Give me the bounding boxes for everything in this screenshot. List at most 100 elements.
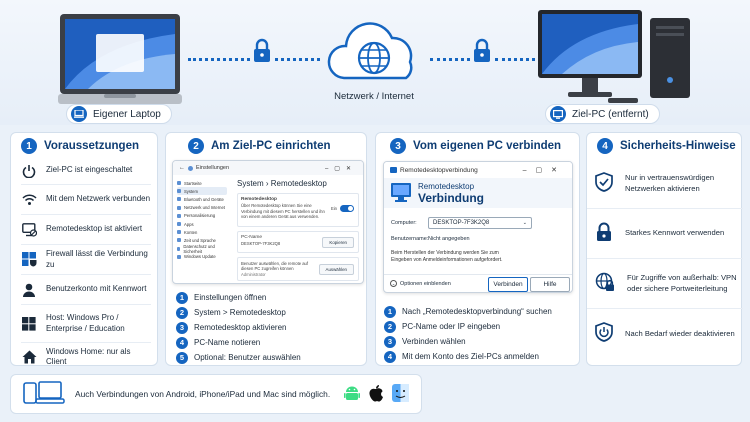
firewall-icon xyxy=(21,252,37,268)
apple-icon xyxy=(368,384,384,404)
list-item: Mit dem Netzwerk verbunden xyxy=(21,185,151,215)
prerequisite-list: Ziel-PC ist eingeschaltet Mit dem Netzwe… xyxy=(21,157,151,371)
panel-connect: 3 Vom eigenen PC verbinden Remotedesktop… xyxy=(375,132,580,366)
list-item: Nur in vertrauenswürdigen Netzwerken akt… xyxy=(587,159,743,209)
panel-prerequisites: 1 Voraussetzungen Ziel-PC ist eingeschal… xyxy=(10,132,158,366)
step-number: 3 xyxy=(390,138,406,154)
step-number: 1 xyxy=(21,138,37,154)
lock-icon-left xyxy=(254,38,270,62)
connect-button[interactable]: Verbinden xyxy=(488,277,528,292)
sidebar-item[interactable]: Konten xyxy=(177,228,227,236)
laptop-label: Eigener Laptop xyxy=(66,104,172,124)
sidebar-item[interactable]: Apps xyxy=(177,220,227,228)
copy-button[interactable]: Kopieren xyxy=(322,237,354,248)
lock-icon-right xyxy=(474,38,490,62)
panel-security: 4 Sicherheits-Hinweise Nur in vertrauens… xyxy=(586,132,743,366)
monitor-icon xyxy=(550,106,566,122)
user-icon xyxy=(21,282,37,298)
sidebar-item[interactable]: Netzwerk und Internet xyxy=(177,204,227,212)
panel2-header: 2 Am Ziel-PC einrichten xyxy=(188,138,331,154)
toggle-switch[interactable] xyxy=(340,205,354,212)
security-list: Nur in vertrauenswürdigen Netzwerken akt… xyxy=(587,159,743,359)
list-item: Windows Home: nur als Client xyxy=(21,343,151,371)
devices-icon xyxy=(23,380,67,408)
settings-titlebar: ← Einstellungen –▢✕ xyxy=(173,161,363,175)
sidebar-item[interactable]: Bluetooth und Geräte xyxy=(177,195,227,203)
sidebar-item[interactable]: Windows Update xyxy=(177,253,227,261)
connection-line-left-2 xyxy=(275,58,320,61)
sidebar-item[interactable]: Zeit und Sprache xyxy=(177,236,227,244)
shield-check-icon xyxy=(595,171,613,195)
remote-desktop-icon xyxy=(21,222,37,238)
rdp-monitor-icon xyxy=(391,183,411,202)
sidebar-item[interactable]: Startseite xyxy=(177,179,227,187)
settings-gear-icon xyxy=(188,165,193,171)
window-controls[interactable]: –▢✕ xyxy=(324,165,357,172)
chevron-down-icon[interactable]: ⌄ xyxy=(522,220,527,226)
list-item: Für Zugriffe von außerhalb: VPN oder sic… xyxy=(587,259,743,309)
panel3-header: 3 Vom eigenen PC verbinden xyxy=(390,138,561,154)
shield-power-icon xyxy=(595,322,613,345)
list-item: Nach Bedarf wieder deaktivieren xyxy=(587,309,743,359)
list-item: Firewall lässt die Verbindung zu xyxy=(21,245,151,275)
lock-icon xyxy=(595,222,613,245)
window-controls[interactable]: –▢✕ xyxy=(522,167,566,174)
finder-icon xyxy=(392,384,409,404)
select-users-button[interactable]: Auswählen xyxy=(318,264,354,275)
settings-window: ← Einstellungen –▢✕ Startseite System Bl… xyxy=(172,160,364,284)
settings-breadcrumb: System › Remotedesktop xyxy=(237,179,327,188)
rdp-app-icon xyxy=(390,167,397,173)
sidebar-item[interactable]: Datenschutz und Sicherheit xyxy=(177,244,227,254)
username-value: Nicht angegeben xyxy=(428,236,470,242)
laptop-icon xyxy=(71,106,87,122)
help-button[interactable]: Hilfe xyxy=(530,277,570,292)
sidebar-item[interactable]: Personalisierung xyxy=(177,212,227,220)
pc-name-value: DESKTOP-7F3K2Q8 xyxy=(241,241,281,247)
pc-name-card: PC-Name DESKTOP-7F3K2Q8 Kopieren xyxy=(237,231,359,253)
laptop-illustration xyxy=(58,14,182,104)
rdp-header: Remotedesktop Verbindung xyxy=(384,178,572,208)
rdp-window: Remotedesktopverbindung –▢✕ Remotedeskto… xyxy=(383,161,573,293)
cloud-icon xyxy=(327,22,413,80)
network-label: Netzwerk / Internet xyxy=(334,91,414,102)
wifi-icon xyxy=(21,192,37,208)
list-item: Starkes Kennwort verwenden xyxy=(587,209,743,259)
bottom-info-bar: Auch Verbindungen von Android, iPhone/iP… xyxy=(10,374,422,414)
list-item: Benutzerkonto mit Kennwort xyxy=(21,275,151,305)
power-icon xyxy=(21,163,37,179)
users-card: Benutzer auswählen, die remote auf diese… xyxy=(237,257,359,281)
chevron-down-icon: ⌄ xyxy=(390,280,397,287)
connection-line-right-2 xyxy=(495,58,535,61)
back-arrow-icon[interactable]: ← xyxy=(179,165,185,171)
android-icon xyxy=(344,384,360,404)
list-item: Host: Windows Pro / Enterprise / Educati… xyxy=(21,305,151,343)
step-number: 4 xyxy=(597,138,613,154)
home-icon xyxy=(21,349,37,365)
connection-line-left xyxy=(188,58,250,61)
panel1-header: 1 Voraussetzungen xyxy=(21,138,139,154)
globe-lock-icon xyxy=(595,272,615,295)
show-options-toggle[interactable]: ⌄ Optionen einblenden xyxy=(390,280,451,287)
settings-sidebar: Startseite System Bluetooth und Geräte N… xyxy=(177,179,227,261)
sidebar-item-system[interactable]: System xyxy=(177,187,227,196)
panel-setup-target: 2 Am Ziel-PC einrichten ← Einstellungen … xyxy=(165,132,367,366)
computer-input[interactable]: DESKTOP-7F3K2Q8⌄ xyxy=(428,217,532,229)
rd-toggle[interactable]: Ein xyxy=(331,205,354,212)
panel4-header: 4 Sicherheits-Hinweise xyxy=(597,138,736,154)
rdp-titlebar: Remotedesktopverbindung –▢✕ xyxy=(384,162,572,178)
target-pc-label: Ziel-PC (entfernt) xyxy=(545,104,660,124)
target-pc-illustration xyxy=(538,10,690,103)
connection-line-right xyxy=(430,58,470,61)
windows-icon xyxy=(21,316,37,332)
